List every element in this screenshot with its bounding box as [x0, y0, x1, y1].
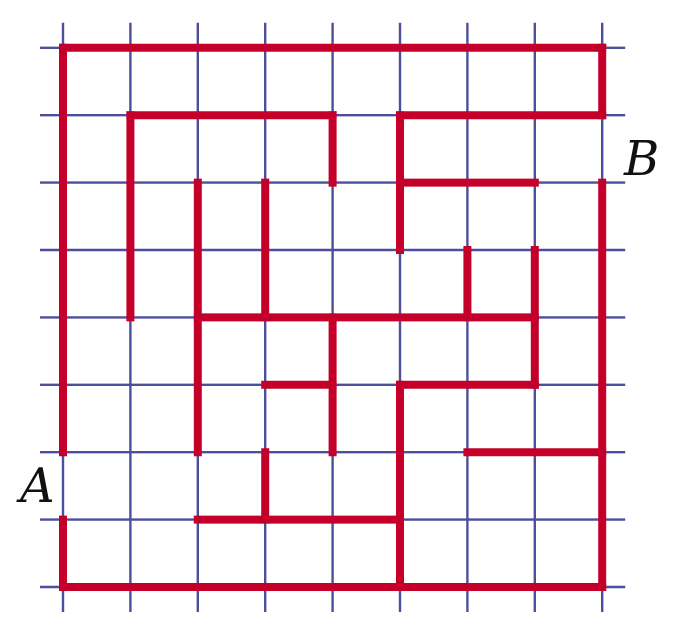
end-label-b: B: [623, 131, 659, 187]
maze-walls: [59, 43, 607, 591]
start-label-a: A: [16, 458, 55, 514]
